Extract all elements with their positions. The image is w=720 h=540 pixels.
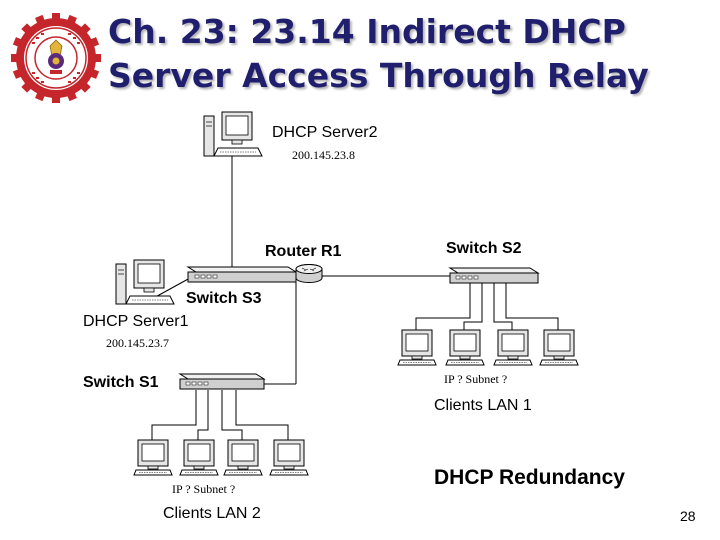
title-line-2: Server Access Through Relay (108, 56, 649, 95)
dhcp-server1-label: DHCP Server1 (83, 313, 189, 330)
link-s1-client-4 (235, 390, 289, 440)
dhcp-server2-icon (203, 111, 263, 157)
link-s2-client-4 (505, 283, 559, 330)
dhcp-server2-ip: 200.145.23.8 (292, 148, 355, 162)
switch-s2-icon (448, 267, 540, 284)
link-s2-client-3 (493, 283, 513, 330)
lan2-name-label: Clients LAN 2 (163, 505, 261, 522)
seal-emblem (48, 39, 64, 74)
lan1-client-pc-1 (397, 329, 437, 366)
seal-inscription-marks (32, 33, 80, 83)
link-s1-client-2 (197, 390, 209, 440)
lan2-client-pc-4 (269, 439, 309, 476)
lan1-client-pc-2 (445, 329, 485, 366)
link-s1-client-3 (221, 390, 243, 440)
dhcp-server1-icon (115, 259, 175, 305)
switch-s2-label: Switch S2 (446, 240, 522, 257)
switch-s1-label: Switch S1 (83, 374, 159, 391)
lan2-ip-label: IP ? Subnet ? (172, 482, 236, 496)
title-line-1: Ch. 23: 23.14 Indirect DHCP (108, 12, 626, 51)
switch-s3-icon (186, 266, 298, 283)
lan2-client-pc-1 (133, 439, 173, 476)
network-links (149, 152, 559, 440)
lan2-client-pc-2 (179, 439, 219, 476)
lan1-ip-label: IP ? Subnet ? (444, 372, 508, 386)
router-r1-icon (295, 264, 323, 283)
dhcp-server1-ip: 200.145.23.7 (106, 336, 169, 350)
slide-title: Ch. 23: 23.14 Indirect DHCP Server Acces… (108, 10, 708, 98)
page-number: 28 (680, 508, 696, 524)
dhcp-server2-label: DHCP Server2 (272, 124, 378, 141)
lan1-name-label: Clients LAN 1 (434, 397, 532, 414)
link-s1-client-1 (151, 390, 197, 440)
lan1-client-pc-4 (539, 329, 579, 366)
switch-s3-label: Switch S3 (186, 290, 262, 307)
router-r1-label: Router R1 (265, 243, 342, 260)
dhcp-redundancy-label: DHCP Redundancy (434, 466, 625, 489)
link-s2-client-1 (415, 283, 471, 330)
link-s2-client-2 (463, 283, 483, 330)
lan2-client-pc-3 (223, 439, 263, 476)
lan1-client-pc-3 (493, 329, 533, 366)
switch-s1-icon (178, 373, 266, 390)
university-seal-logo (11, 13, 101, 103)
